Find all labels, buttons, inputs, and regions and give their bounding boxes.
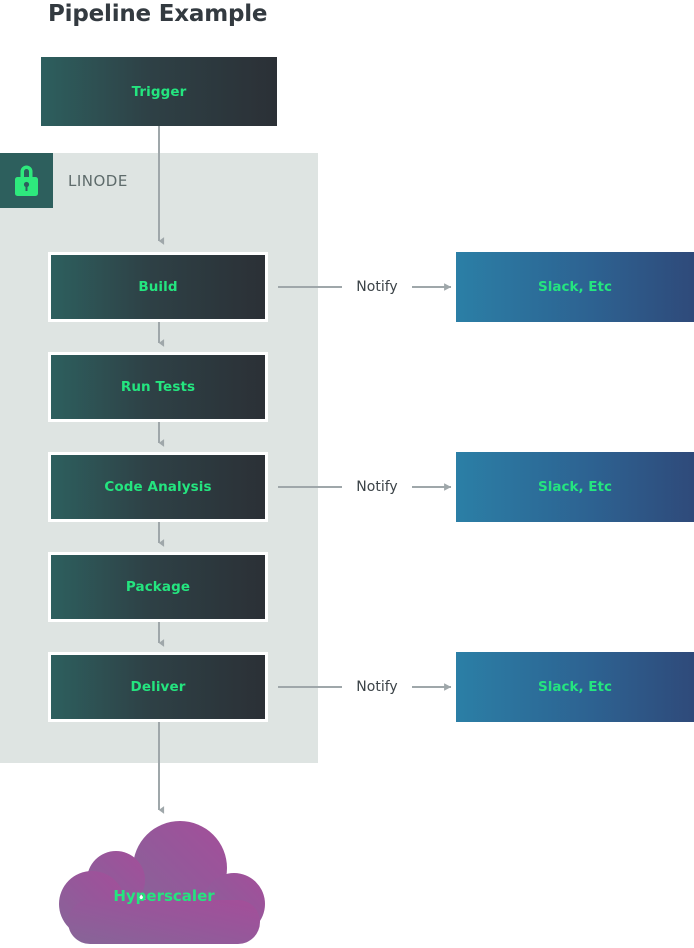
- slack-box-3[interactable]: Slack, Etc: [456, 652, 694, 722]
- slack-box-1[interactable]: Slack, Etc: [456, 252, 694, 322]
- stage-box-package[interactable]: Package: [48, 552, 268, 622]
- page-title: Pipeline Example: [48, 1, 268, 27]
- stage-box-run-tests[interactable]: Run Tests: [48, 352, 268, 422]
- cloud-label: Hyperscaler: [113, 887, 215, 905]
- trigger-box[interactable]: Trigger: [41, 57, 277, 126]
- notify-label-deliver: Notify: [356, 679, 398, 695]
- notify-label-build: Notify: [356, 279, 398, 295]
- slack-box-2[interactable]: Slack, Etc: [456, 452, 694, 522]
- stage-box-deliver[interactable]: Deliver: [48, 652, 268, 722]
- cloud-shape[interactable]: [58, 818, 270, 944]
- notify-label-code-analysis: Notify: [356, 479, 398, 495]
- stage-box-build[interactable]: Build: [48, 252, 268, 322]
- lock-icon: [0, 153, 53, 208]
- linode-container-label: LINODE: [68, 172, 128, 190]
- stage-box-code-analysis[interactable]: Code Analysis: [48, 452, 268, 522]
